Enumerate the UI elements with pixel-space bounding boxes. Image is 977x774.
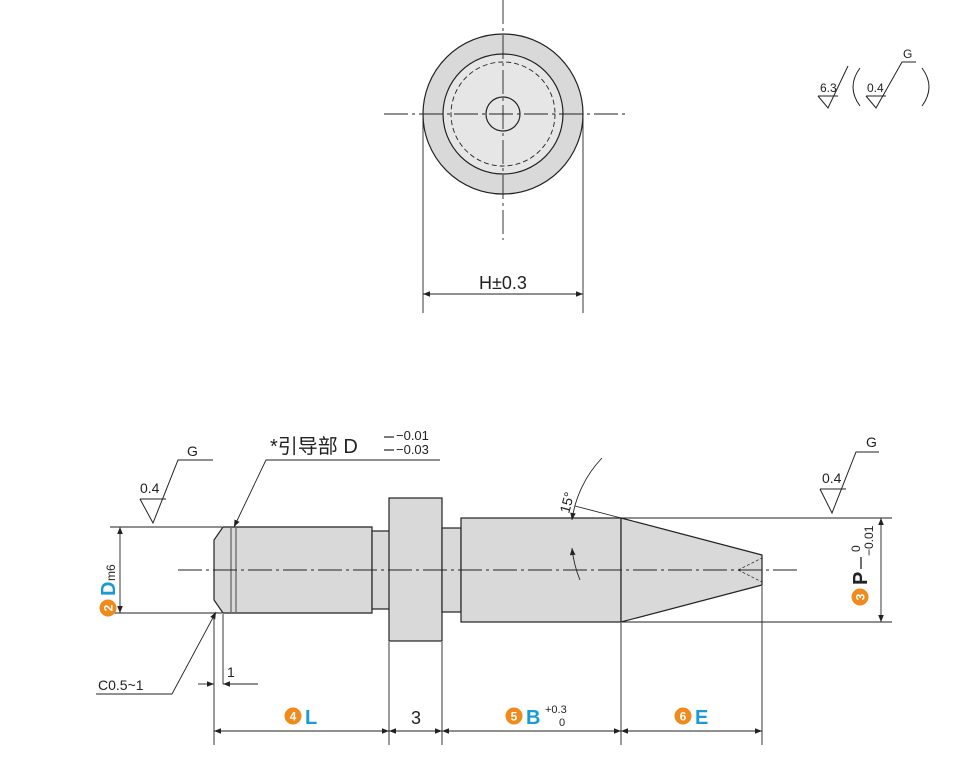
roughness-symbol-b (865, 61, 916, 109)
badge-2-text: 2 (102, 604, 116, 611)
param-d-fit: m6 (104, 564, 118, 581)
roughness-right (819, 451, 879, 515)
roughness-right-grade: G (866, 434, 877, 450)
dimension-three-label: 3 (411, 708, 421, 728)
roughness-symbol-a (817, 65, 849, 109)
param-d-letter: D (98, 582, 120, 596)
roughness-legend (817, 61, 930, 109)
param-e-letter: E (695, 707, 708, 729)
badge-2 (99, 599, 117, 617)
guide-note: *引导部 D (270, 435, 358, 458)
close-paren (921, 67, 930, 107)
roughness-left-value: 0.4 (140, 480, 160, 496)
angle-label: 15° (556, 490, 577, 515)
badge-5 (505, 707, 523, 725)
guide-tol-lower: −0.03 (396, 442, 429, 457)
chamfer-leader (96, 611, 217, 695)
open-paren (852, 67, 861, 107)
legend-grade: G (903, 47, 912, 61)
param-d-label: 2 D m6 (98, 564, 120, 617)
dimension-h-label: H±0.3 (479, 273, 527, 293)
param-l-letter: L (305, 707, 317, 729)
param-p-tol-upper: 0 (849, 545, 863, 552)
dimension-p (622, 517, 892, 623)
dimension-chain (214, 586, 763, 745)
badge-5-text: 5 (511, 710, 518, 724)
dimension-one-label: 1 (227, 664, 235, 680)
flange-section (388, 497, 443, 642)
chamfer-label: C0.5~1 (98, 677, 144, 693)
dimension-d (110, 526, 222, 614)
param-p-tol-lower: −0.01 (862, 525, 876, 556)
badge-6-text: 6 (680, 710, 687, 724)
guide-leader (233, 459, 440, 528)
badge-3-text: 3 (854, 593, 868, 600)
legend-value-a: 6.3 (820, 81, 837, 95)
roughness-left (139, 459, 213, 525)
param-b-tol-upper: +0.3 (545, 704, 567, 716)
badge-6 (674, 707, 692, 725)
param-b-tol-lower: 0 (559, 717, 565, 729)
dimension-one (198, 614, 258, 745)
end-view (384, 0, 625, 313)
guide-tol-upper: −0.01 (396, 428, 429, 443)
side-view (178, 497, 800, 642)
param-p-label: 3 P 0 −0.01 (849, 525, 876, 606)
badge-3 (851, 588, 869, 606)
angle-15 (569, 457, 622, 581)
badge-4 (284, 707, 302, 725)
roughness-right-value: 0.4 (822, 470, 842, 486)
param-b-letter: B (526, 707, 540, 729)
badge-4-text: 4 (290, 710, 297, 724)
legend-value-b: 0.4 (867, 81, 884, 95)
param-p-letter: P (850, 572, 872, 585)
roughness-left-grade: G (187, 443, 198, 459)
